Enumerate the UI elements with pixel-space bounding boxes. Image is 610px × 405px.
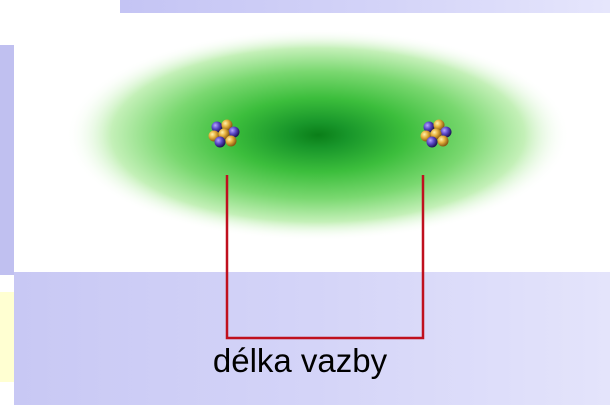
bond-length-label: délka vazby (150, 344, 450, 377)
electron-cloud (66, 29, 570, 241)
